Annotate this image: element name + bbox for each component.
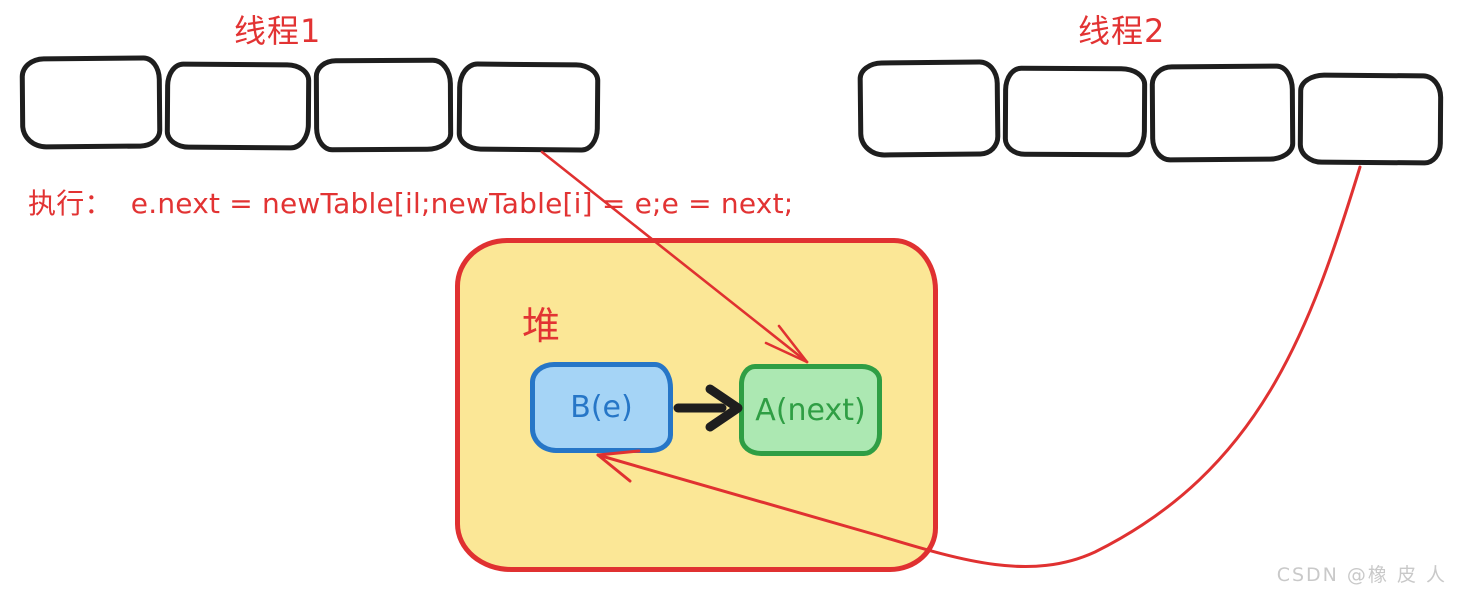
thread2-slot-3 [1149,63,1296,163]
heap-label: 堆 [522,304,561,348]
heap-region: 堆 B(e) A(next) [455,238,938,572]
thread1-slot-4 [456,61,601,153]
thread2-slot-2 [1002,65,1148,158]
thread2-slot-1 [857,59,1001,158]
thread1-slot-3 [313,57,454,153]
thread1-slot-2 [164,61,312,151]
thread1-slot-1 [19,55,163,150]
thread1-title: 线程1 [234,12,322,50]
watermark: CSDN @橡 皮 人 [1276,564,1447,586]
thread2-title: 线程2 [1078,12,1166,50]
node-a: A(next) [739,364,882,456]
node-b: B(e) [530,362,673,453]
execution-statement: 执行： e.next = newTable[il;newTable[i] = e… [28,187,794,220]
thread2-slot-4 [1297,72,1444,166]
